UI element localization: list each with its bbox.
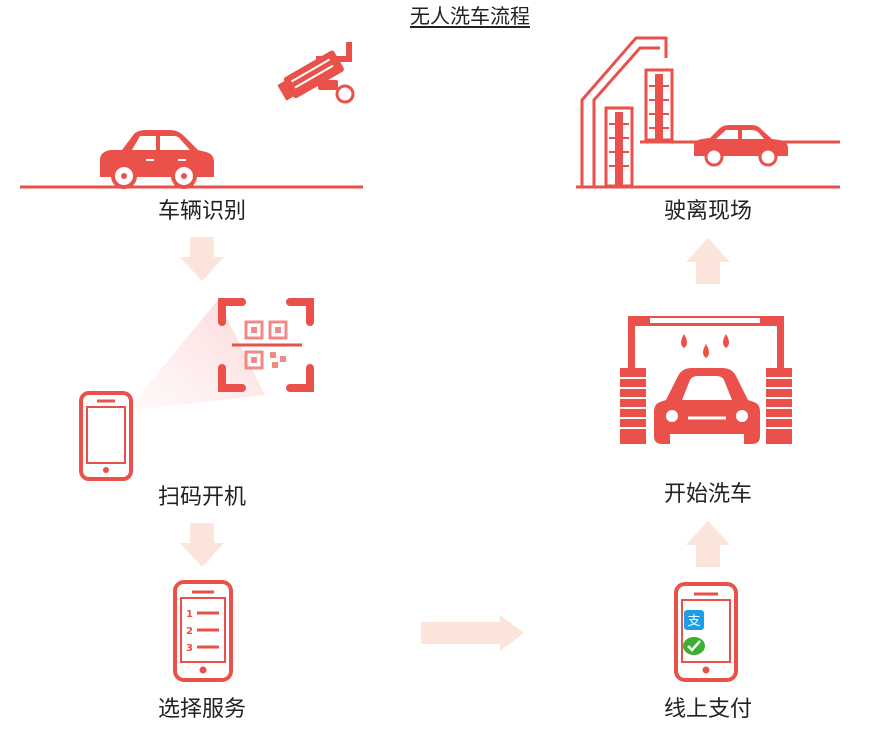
step-label-select-service: 选择服务 [157,697,246,722]
service-menu-phone-icon: 1 2 3 [173,580,233,682]
security-camera-icon [277,42,355,104]
car-icon [694,125,788,167]
car-wash-icon [620,316,792,444]
qr-code-icon [218,298,314,392]
arrow-right [421,615,524,651]
wechat-pay-icon [683,637,705,655]
step-label-vehicle-recognition: 车辆识别 [157,199,246,224]
svg-text:支: 支 [687,614,700,629]
step-label-online-payment: 线上支付 [663,697,752,722]
arrow-down-2 [180,523,224,567]
arrow-up-1 [686,521,730,567]
alipay-icon: 支 [684,610,704,630]
arrow-up-2 [686,238,730,284]
scan-illustration [79,298,314,481]
right-brush [766,368,792,444]
step-label-scan-start: 扫码开机 [157,485,246,510]
page-title: 无人洗车流程 [410,4,530,28]
car-icon [100,130,214,189]
svg-text:3: 3 [186,643,193,654]
payment-phone-icon: 支 [674,582,738,682]
scan-beam [133,300,265,410]
step-label-start-wash: 开始洗车 [663,482,752,507]
car-wash-gantry-icon [576,36,840,189]
svg-text:1: 1 [186,609,193,620]
left-brush [620,368,646,444]
vehicle-recognition-illustration [20,42,363,189]
front-car-icon [654,368,760,444]
svg-text:2: 2 [186,626,193,637]
smartphone-icon [79,391,133,481]
step-label-drive-away: 驶离现场 [663,199,752,224]
arrow-down-1 [180,237,224,281]
